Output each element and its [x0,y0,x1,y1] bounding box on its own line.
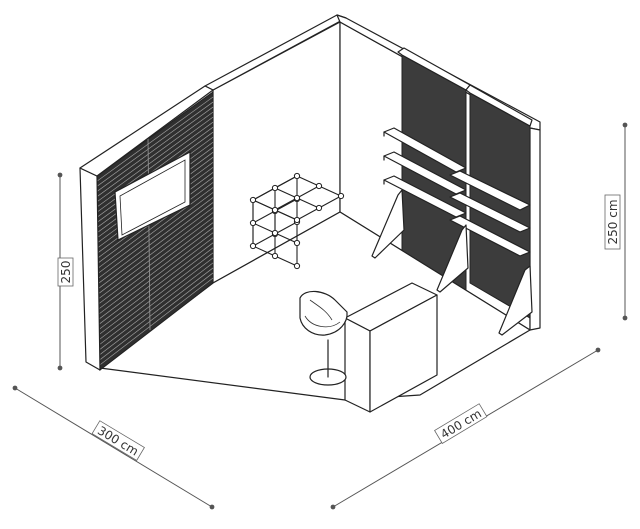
wall-slat [98,227,214,315]
wall-shelves [371,127,533,336]
cube-frame-line [318,195,342,209]
wall-slat [98,192,214,279]
wall-slat [96,101,214,187]
wall-slat [99,267,214,355]
wall-slat [98,207,214,294]
wall-slat [97,111,214,197]
cube-frame-line [274,175,298,189]
wall-slat [98,182,214,269]
cube-frame-line [296,185,320,199]
cube-frame-line [252,245,276,257]
wall-slat [99,247,214,335]
cube-frame-line [274,197,298,211]
wall-slat [97,116,214,202]
wall-slat [97,106,214,192]
wall-slat [99,277,214,366]
cube-connector [249,196,257,204]
wall-slat [98,187,214,274]
cube-frame-line [274,187,298,199]
cube-frame-line [252,210,276,224]
cube-connector [293,172,301,180]
height-right-label: 250 cm [606,199,620,244]
counter [344,282,438,413]
wall-slat [99,242,214,330]
wall-slat [98,197,214,284]
wall-slat [99,257,214,345]
wall-slat [99,272,214,361]
wall-slat [98,222,214,310]
wall-slat [99,262,214,350]
chair [299,290,348,386]
width-line [14,387,213,508]
wall-slat [98,232,214,320]
height-left-label: 250 [59,261,73,284]
cube-connector [271,252,279,260]
cube-connector [271,184,279,192]
wall-slat [98,202,214,289]
cube-connector [293,194,301,202]
cube-frame-line [274,198,298,212]
cube-connector [293,216,301,224]
cube-frame-line [252,222,276,234]
cube-connector [315,182,323,190]
cube-frame-line [274,221,298,235]
wall-slat [98,212,214,299]
wall-slat [98,217,214,304]
cube-connector [271,206,279,214]
cube-frame-line [274,209,298,221]
cube-frame-line [296,207,320,221]
cube-connector [249,242,257,250]
cube-frame-line [296,175,320,187]
cube-connector [293,262,301,270]
cube-connector [315,204,323,212]
cube-connector [293,239,301,247]
cube-frame-line [252,199,276,211]
cube-frame-line [252,187,276,201]
wall-slat [99,237,214,325]
cube-connector [249,219,257,227]
cube-frame-line [318,185,342,197]
wall-seam [147,137,151,331]
cube-frame-line [274,255,298,267]
wall-slat [99,252,214,340]
cube-connector [271,229,279,237]
wall-monitor [114,151,191,241]
cube-connector [337,192,345,200]
cube-frame-line [296,197,320,209]
wall-slat [96,96,214,182]
cube-frame-line [252,233,276,247]
cube-shelf [249,172,345,270]
cube-frame-line [274,232,298,244]
